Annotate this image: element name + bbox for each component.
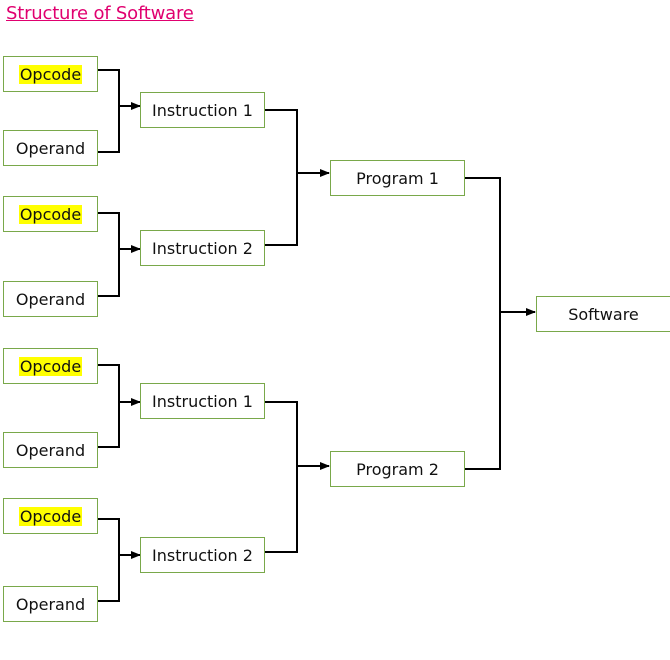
opcode-label: Opcode [18,356,83,376]
instruction-label: Instruction 2 [152,238,253,258]
program-label: Program 1 [356,168,439,188]
instruction-label: Instruction 1 [152,100,253,120]
instruction-box-1: Instruction 1 [140,92,265,128]
operand-label: Operand [15,440,86,460]
opcode-box-1: Opcode [3,56,98,92]
instruction-label: Instruction 2 [152,545,253,565]
diagram-title: Structure of Software [6,3,194,24]
opcode-label: Opcode [18,64,83,84]
program-box-2: Program 2 [330,451,465,487]
software-label: Software [568,304,639,324]
program-label: Program 2 [356,459,439,479]
opcode-label: Opcode [18,506,83,526]
opcode-box-2: Opcode [3,196,98,232]
instruction-box-2: Instruction 2 [140,230,265,266]
instruction-box-3: Instruction 1 [140,383,265,419]
operand-box-1: Operand [3,130,98,166]
opcode-box-3: Opcode [3,348,98,384]
operand-label: Operand [15,138,86,158]
operand-label: Operand [15,289,86,309]
operand-box-3: Operand [3,432,98,468]
operand-box-4: Operand [3,586,98,622]
instruction-label: Instruction 1 [152,391,253,411]
operand-label: Operand [15,594,86,614]
instruction-box-4: Instruction 2 [140,537,265,573]
operand-box-2: Operand [3,281,98,317]
program-box-1: Program 1 [330,160,465,196]
software-box: Software [536,296,670,332]
opcode-label: Opcode [18,204,83,224]
opcode-box-4: Opcode [3,498,98,534]
